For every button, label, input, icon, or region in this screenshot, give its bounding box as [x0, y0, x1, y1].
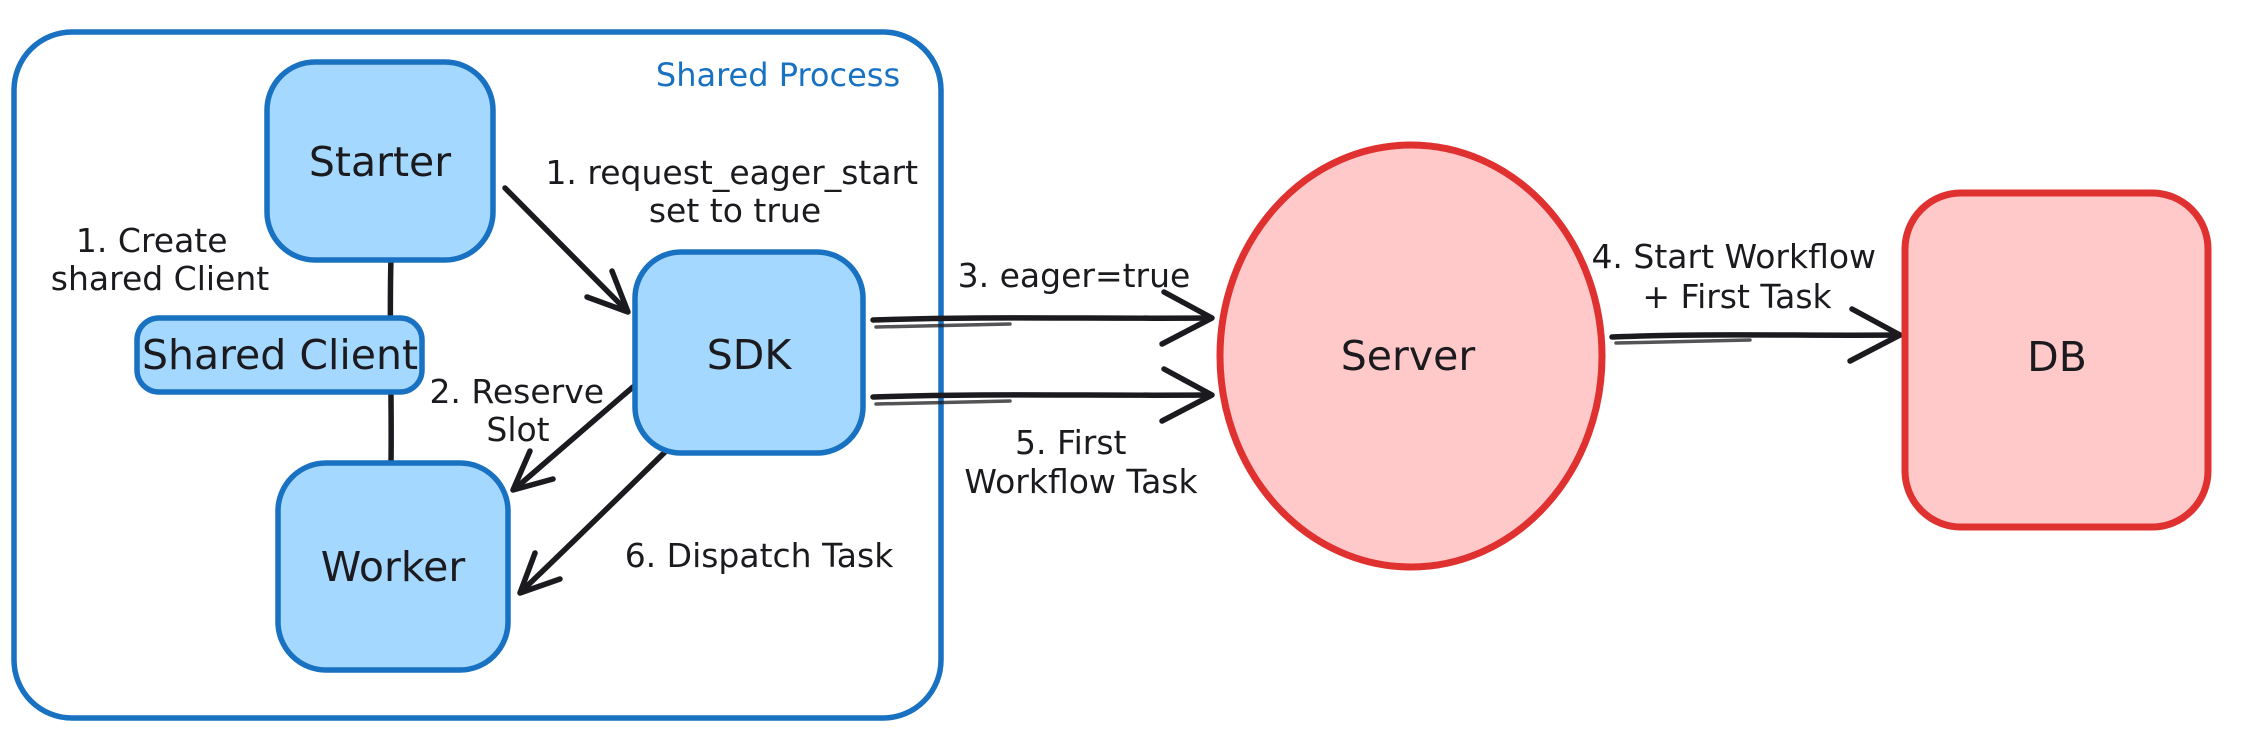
arrow-sdk-server-eager	[870, 289, 1215, 347]
shared-process-container	[11, 29, 944, 721]
starter-box	[264, 59, 496, 263]
starter-label: Starter	[309, 138, 451, 186]
arrow-sdk-server-task	[870, 366, 1215, 424]
annotation-reserve-slot: 2. Reserve Slot	[429, 372, 614, 449]
annotation-request-eager-start: 1. request_eager_start set to true	[545, 153, 928, 230]
db-label: DB	[2027, 333, 2087, 381]
annotation-start-workflow: 4. Start Workflow + First Task	[1591, 237, 1886, 316]
server-label: Server	[1341, 332, 1476, 380]
node-worker: Worker	[275, 460, 511, 673]
annotation-dispatch-task: 6. Dispatch Task	[625, 536, 895, 575]
shared-client-box	[134, 315, 425, 395]
sdk-label: SDK	[707, 331, 793, 379]
annotation-first-workflow-task: 5. First Workflow Task	[964, 423, 1198, 501]
node-sdk: SDK	[632, 249, 866, 456]
db-box	[1901, 189, 2212, 531]
sdk-box	[632, 249, 866, 456]
arrow-server-db	[1609, 306, 1903, 364]
worker-label: Worker	[321, 543, 466, 591]
annotation-create-shared-client: 1. Create shared Client	[51, 221, 270, 298]
worker-box	[275, 460, 511, 673]
arrow-starter-sdk	[502, 185, 631, 315]
arrow-sdk-worker-dispatch	[517, 448, 669, 596]
node-shared-client: Shared Client	[134, 315, 425, 395]
arrow-sdk-worker-reserve	[510, 384, 636, 493]
node-starter: Starter	[264, 59, 496, 263]
shared-client-label: Shared Client	[142, 331, 418, 379]
node-db: DB	[1901, 189, 2212, 531]
shared-process-label: Shared Process	[656, 56, 900, 94]
annotation-eager-true: 3. eager=true	[958, 256, 1191, 295]
server-ellipse	[1216, 141, 1606, 571]
node-server: Server	[1216, 141, 1606, 571]
